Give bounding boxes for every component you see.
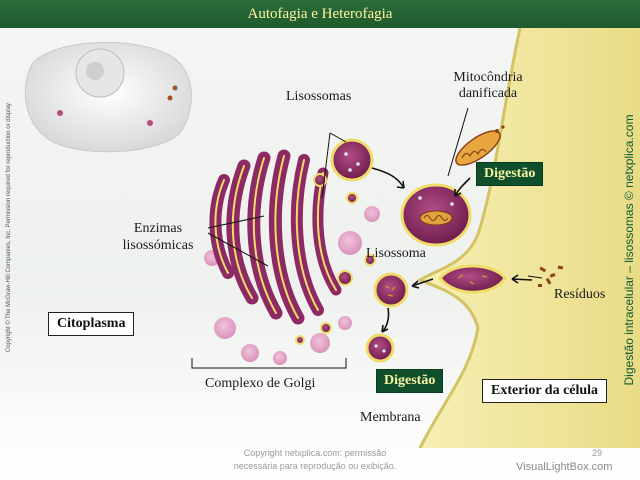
slide-title: Autofagia e Heterofagia xyxy=(247,6,393,22)
box-citoplasma: Citoplasma xyxy=(48,312,135,336)
label-enzimas: Enzimas lisossómicas xyxy=(108,220,208,254)
right-caption-text: Digestão intracelular – lisossomas © net… xyxy=(622,114,636,386)
lysosome-bottom xyxy=(365,333,395,363)
footer-copyright: Copyright netxplica.com: permissão neces… xyxy=(220,447,410,473)
label-enzimas-line2: lisossómicas xyxy=(122,238,194,253)
left-copyright: Copyright © The McGraw-Hill Companies, I… xyxy=(2,92,16,362)
lysosome-upper xyxy=(330,138,374,182)
label-lisossomas: Lisossomas xyxy=(286,89,352,104)
lysosome-diagram xyxy=(24,28,640,448)
process-arrows xyxy=(371,167,533,333)
label-membrana: Membrana xyxy=(360,410,421,425)
box-exterior-celula: Exterior da célula xyxy=(482,379,608,403)
label-lisossoma: Lisossoma xyxy=(366,246,426,261)
lysosome-middle xyxy=(373,272,409,308)
endocytic-vesicle xyxy=(438,264,507,294)
right-caption: Digestão intracelular – lisossomas © net… xyxy=(619,115,639,386)
damaged-mitochondrion xyxy=(455,125,505,166)
footer-line2: necessária para reprodução ou exibição. xyxy=(233,461,397,471)
label-complexo-golgi: Complexo de Golgi xyxy=(205,376,316,391)
watermark: VisualLightBox.com xyxy=(516,461,613,473)
box-digestao-bottom: Digestão xyxy=(376,369,444,393)
label-mitocondria-line1: Mitocôndria xyxy=(453,70,523,85)
slide-title-bar: Autofagia e Heterofagia xyxy=(0,0,640,28)
leader-lines xyxy=(207,107,543,279)
golgi-bracket xyxy=(191,358,347,369)
residue-particles xyxy=(538,265,564,287)
left-copyright-text: Copyright © The McGraw-Hill Companies, I… xyxy=(6,101,12,353)
label-mitocondria: Mitocôndria danificada xyxy=(438,70,538,102)
label-enzimas-line1: Enzimas xyxy=(133,221,183,236)
label-residuos: Resíduos xyxy=(554,287,606,302)
cell-membrane xyxy=(416,28,640,448)
footer-line1: Copyright netxplica.com: permissão xyxy=(243,448,387,458)
label-mitocondria-line2: danificada xyxy=(458,86,518,101)
cell-thumbnail xyxy=(24,41,192,153)
autophagic-vacuole xyxy=(400,183,472,247)
box-digestao-top: Digestão xyxy=(476,162,544,186)
golgi-small-vesicles xyxy=(295,173,376,345)
page-number: 29 xyxy=(592,448,603,458)
